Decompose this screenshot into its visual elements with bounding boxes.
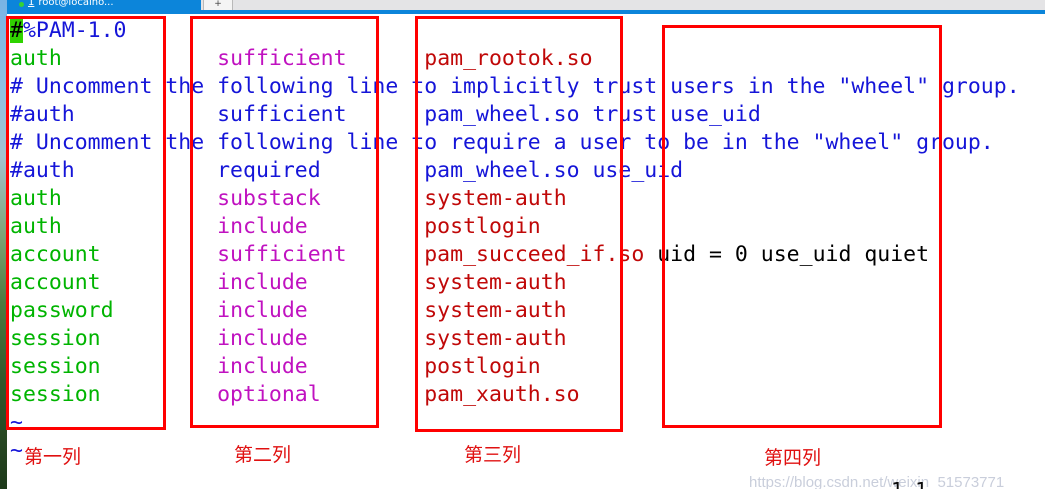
csdn-watermark: https://blog.csdn.net/weixin_51573771 [749,474,1005,489]
vim-cursor: # [10,18,23,43]
syntax-segment [308,354,425,379]
syntax-segment: sufficient [217,46,347,71]
editor-line: auth substack system-auth [10,185,1020,213]
syntax-segment: # Uncomment the following line to requir… [10,130,994,155]
syntax-segment: postlogin [424,214,541,239]
syntax-segment: account [10,242,101,267]
terminal-tab-bar: 1 root@localho... + [7,0,1045,14]
syntax-segment: uid = 0 use_uid quiet [644,242,930,267]
syntax-segment [101,326,218,351]
editor-line: password include system-auth [10,297,1020,325]
new-tab-button[interactable]: + [203,0,233,10]
syntax-segment: session [10,354,101,379]
syntax-segment: include [217,214,308,239]
syntax-segment: postlogin [424,354,541,379]
syntax-segment: auth [10,214,62,239]
editor-line: #auth required pam_wheel.so use_uid [10,157,1020,185]
editor-line: account include system-auth [10,269,1020,297]
editor-line: auth sufficient pam_rootok.so [10,45,1020,73]
vim-ruler-position: 1,1 [891,478,927,489]
syntax-segment [347,242,425,267]
syntax-segment [308,326,425,351]
editor-line: session include system-auth [10,325,1020,353]
editor-line: #auth sufficient pam_wheel.so trust use_… [10,101,1020,129]
syntax-segment: system-auth [424,326,567,351]
syntax-segment: include [217,298,308,323]
syntax-segment: ~ [10,410,23,435]
syntax-segment [308,214,425,239]
syntax-segment: system-auth [424,270,567,295]
syntax-segment: auth [10,46,62,71]
syntax-segment: system-auth [424,298,567,323]
annotation-label-column-3: 第三列 [464,444,522,466]
syntax-segment: system-auth [424,186,567,211]
tab-title: root@localho... [38,0,114,8]
syntax-segment: account [10,270,101,295]
syntax-segment: substack [217,186,321,211]
editor-line: # Uncomment the following line to requir… [10,129,1020,157]
syntax-segment [101,382,218,407]
syntax-segment [321,382,425,407]
syntax-segment: #auth required pam_wheel.so use_uid [10,158,684,183]
syntax-segment: session [10,382,101,407]
syntax-segment [347,46,425,71]
syntax-segment [101,242,218,267]
connection-status-icon [19,2,24,7]
syntax-segment: include [217,354,308,379]
active-tab-underline [7,10,1045,14]
syntax-segment: include [217,270,308,295]
syntax-segment: %PAM-1.0 [22,18,127,43]
editor-line: session include postlogin [10,353,1020,381]
editor-line: account sufficient pam_succeed_if.so uid… [10,241,1020,269]
syntax-segment [114,298,218,323]
syntax-segment: pam_xauth.so [424,382,580,407]
editor-line: ~ [10,437,1020,465]
syntax-segment: pam_rootok.so [424,46,593,71]
editor-line: #%PAM-1.0 [10,17,1020,45]
syntax-segment: pam_succeed_if.so [424,242,645,267]
syntax-segment [308,298,425,323]
terminal-tab-active[interactable]: 1 root@localho... [7,0,201,14]
syntax-segment: optional [217,382,321,407]
syntax-segment [62,214,217,239]
annotation-label-column-4: 第四列 [764,447,822,469]
editor-line: # Uncomment the following line to implic… [10,73,1020,101]
syntax-segment: password [10,298,114,323]
syntax-segment [308,270,425,295]
syntax-segment: session [10,326,101,351]
syntax-segment [101,270,218,295]
syntax-segment: # Uncomment the following line to implic… [10,74,1020,99]
editor-line: session optional pam_xauth.so [10,381,1020,409]
syntax-segment [321,186,425,211]
syntax-segment: ~ [10,438,23,463]
annotation-label-column-2: 第二列 [234,444,292,466]
syntax-segment: #auth sufficient pam_wheel.so trust use_… [10,102,761,127]
syntax-segment [101,354,218,379]
syntax-segment [62,46,217,71]
syntax-segment: include [217,326,308,351]
desktop-wallpaper-edge [0,0,7,489]
annotation-label-column-1: 第一列 [24,446,82,468]
syntax-segment: auth [10,186,62,211]
editor-line: ~ [10,409,1020,437]
syntax-segment [62,186,217,211]
syntax-segment: sufficient [217,242,347,267]
editor-line: auth include postlogin [10,213,1020,241]
tab-index: 1 [28,0,35,8]
